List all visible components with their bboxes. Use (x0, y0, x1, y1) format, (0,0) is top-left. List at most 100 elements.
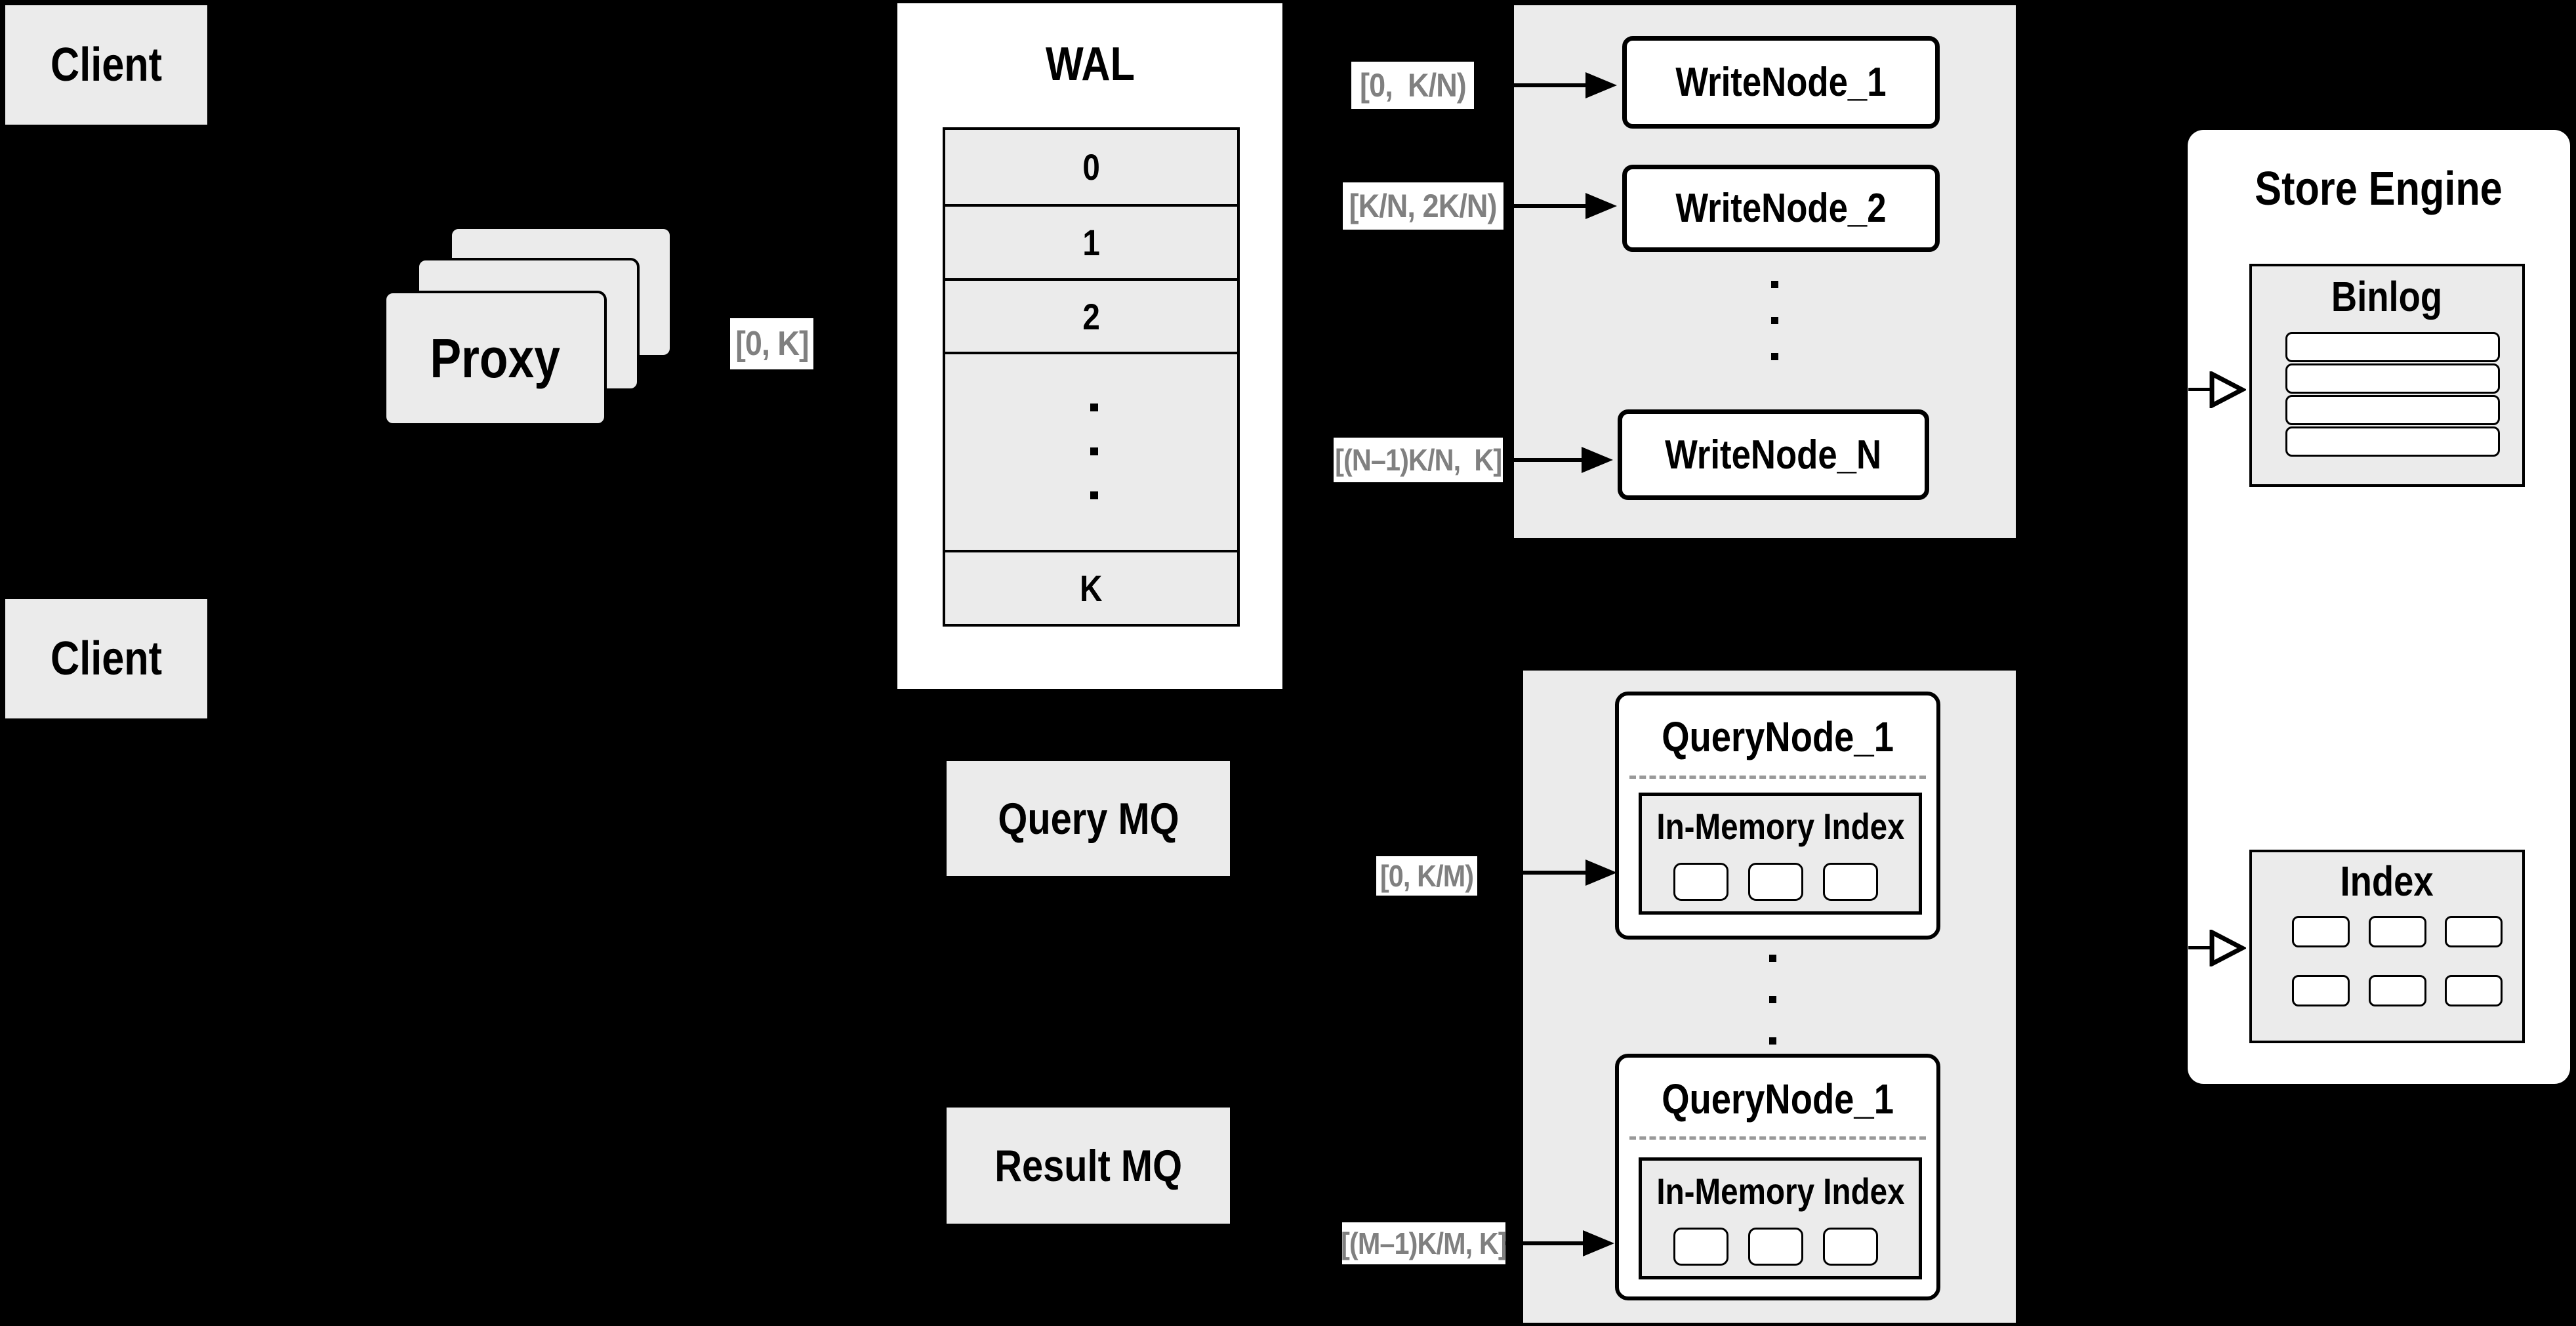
in-memory-index-title-row: In-Memory Index (1642, 800, 1919, 852)
write-ellipsis-dot (1771, 353, 1778, 360)
write-range-label-3: [(N–1)K/N, K] (1334, 443, 1502, 477)
query-node-1-title: QueryNode_1 (1662, 713, 1894, 760)
proxy-range-label: [0, K] (735, 325, 809, 363)
query-range-chip-1: [0, K/M) (1376, 856, 1477, 896)
arrow-shaft-writenode-n (1503, 458, 1583, 462)
arrow-shaft-index (2188, 946, 2212, 949)
arrow-head-querynode-1 (1585, 860, 1617, 886)
write-node-1-box: WriteNode_1 (1622, 36, 1940, 129)
arrow-head-querynode-2 (1583, 1230, 1614, 1256)
wal-row-2: 2 (945, 278, 1237, 352)
index-cell (2369, 916, 2426, 947)
query-node-2-title: QueryNode_1 (1662, 1075, 1894, 1123)
binlog-title-row: Binlog (2252, 270, 2522, 323)
wal-row-1-label: 1 (1082, 222, 1100, 263)
binlog-row (2285, 332, 2500, 362)
binlog-box: Binlog (2249, 264, 2525, 487)
ellipsis-dot (1090, 491, 1098, 499)
wal-row-k-label: K (1080, 568, 1103, 609)
arrow-shaft-binlog (2188, 388, 2212, 391)
index-cell (2292, 975, 2350, 1006)
arrow-shaft-writenode-2 (1503, 204, 1587, 208)
result-mq-label: Result MQ (994, 1140, 1182, 1191)
arrow-head-writenode-1 (1585, 72, 1617, 98)
query-ellipsis-dot (1769, 996, 1776, 1003)
query-ellipsis-dot (1769, 1037, 1776, 1045)
query-node-1-divider (1629, 776, 1926, 779)
index-title: Index (2340, 858, 2434, 905)
binlog-row (2285, 363, 2500, 394)
in-memory-cell (1673, 1228, 1728, 1266)
write-node-n-label: WriteNode_N (1665, 432, 1882, 478)
store-engine-title-row: Store Engine (2188, 156, 2570, 222)
arrow-open-head-binlog (2209, 371, 2246, 408)
in-memory-cell (1748, 863, 1803, 901)
query-range-label-2: [(M–1)K/M, K] (1341, 1226, 1507, 1260)
write-ellipsis-dot (1771, 281, 1778, 288)
write-range-chip-2: [K/N, 2K/N) (1343, 182, 1503, 230)
arrow-head-writenode-2 (1585, 193, 1617, 219)
arrow-open-head-index (2209, 930, 2246, 966)
query-range-chip-2: [(M–1)K/M, K] (1341, 1222, 1507, 1264)
index-cell (2445, 975, 2503, 1006)
query-ellipsis-dot (1769, 955, 1776, 962)
arrow-shaft-querynode-2 (1505, 1241, 1584, 1245)
in-memory-index-title-1: In-Memory Index (1656, 805, 1905, 847)
binlog-row (2285, 395, 2500, 425)
in-memory-cell (1823, 863, 1878, 901)
client-box-bottom: Client (5, 599, 207, 718)
in-memory-cell (1748, 1228, 1803, 1266)
in-memory-index-box-1: In-Memory Index (1639, 793, 1922, 915)
in-memory-index-title-2: In-Memory Index (1656, 1170, 1905, 1212)
write-node-2-box: WriteNode_2 (1622, 165, 1940, 252)
write-node-2-label: WriteNode_2 (1675, 186, 1887, 231)
store-engine-box: Store Engine Binlog Index (2188, 130, 2570, 1084)
arrow-shaft-querynode-1 (1477, 871, 1587, 875)
in-memory-cell (1823, 1228, 1878, 1266)
query-node-2-title-row: QueryNode_1 (1619, 1064, 1936, 1133)
query-node-2-divider (1629, 1136, 1926, 1140)
proxy-stack: Proxy (384, 226, 672, 426)
store-engine-title: Store Engine (2255, 163, 2503, 215)
query-range-label-1: [0, K/M) (1380, 859, 1474, 893)
write-range-chip-1: [0, K/N) (1351, 62, 1474, 109)
query-node-2-box: QueryNode_1 In-Memory Index (1615, 1054, 1940, 1300)
wal-row-ellipsis (945, 352, 1237, 550)
ellipsis-dot (1090, 447, 1098, 455)
ellipsis-dot (1090, 404, 1098, 411)
wal-row-k: K (945, 550, 1237, 624)
in-memory-cell (1673, 863, 1728, 901)
write-ellipsis-dot (1771, 317, 1778, 324)
index-cell (2445, 916, 2503, 947)
write-range-chip-3: [(N–1)K/N, K] (1334, 438, 1503, 482)
wal-table: 0 1 2 K (943, 127, 1240, 627)
index-cell (2292, 916, 2350, 947)
arrow-shaft-writenode-1 (1474, 83, 1587, 87)
in-memory-index-box-2: In-Memory Index (1639, 1157, 1922, 1279)
arrow-head-writenode-n (1582, 447, 1613, 473)
wal-title-row: WAL (897, 33, 1282, 95)
wal-box: WAL 0 1 2 K (897, 3, 1282, 689)
query-mq-label: Query MQ (997, 793, 1179, 844)
proxy-card-front: Proxy (384, 291, 607, 426)
write-node-1-label: WriteNode_1 (1675, 60, 1887, 105)
result-mq-box: Result MQ (947, 1108, 1230, 1224)
index-cell (2369, 975, 2426, 1006)
query-mq-box: Query MQ (947, 761, 1230, 876)
write-range-label-1: [0, K/N) (1359, 67, 1467, 104)
query-node-1-title-row: QueryNode_1 (1619, 702, 1936, 771)
wal-row-2-label: 2 (1082, 295, 1100, 337)
proxy-range-chip: [0, K] (730, 318, 813, 369)
write-range-label-2: [K/N, 2K/N) (1349, 188, 1498, 224)
client-bottom-label: Client (50, 632, 162, 685)
wal-row-0-label: 0 (1082, 146, 1100, 188)
wal-row-0: 0 (945, 130, 1237, 204)
write-node-n-box: WriteNode_N (1618, 409, 1929, 500)
wal-row-1: 1 (945, 204, 1237, 278)
index-title-row: Index (2252, 855, 2522, 907)
binlog-row (2285, 426, 2500, 457)
wal-title: WAL (1045, 37, 1135, 91)
client-box-top: Client (5, 5, 207, 125)
client-top-label: Client (50, 39, 162, 91)
